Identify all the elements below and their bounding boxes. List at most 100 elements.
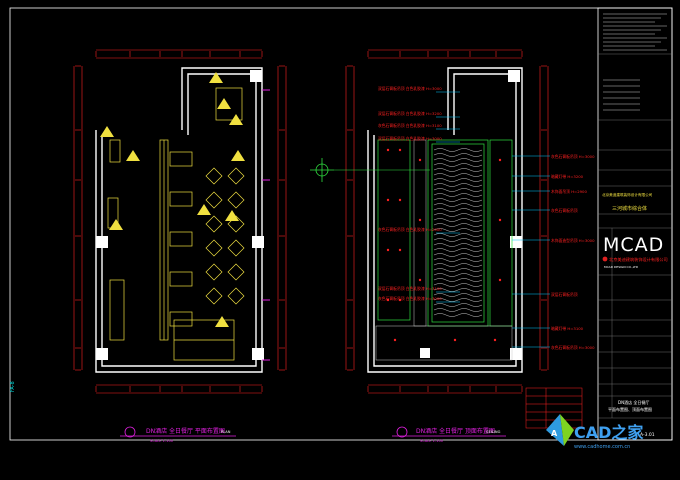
dining-table [205,215,223,233]
dining-table [227,239,245,257]
hatch-line [433,268,483,272]
dining-table [205,191,223,209]
floor-plan-caption: DN酒店 全日餐厅 平面布置图 [146,427,225,435]
tag-triangle [126,150,140,161]
legend-table [525,387,583,429]
title-block: 三河城市综合体 北京美迪建筑装饰设计有限公司 MCAD 北京美迪建筑装饰设计有限… [597,7,673,441]
floor-plan-scale: SCALE 1:100 [150,439,174,443]
title-block-drawing-title-1: DN酒店 全日餐厅 [618,399,649,405]
hatch-line [433,238,483,242]
callout-left-4: 灰色石膏板吊顶 白色乳胶漆 H=2900 [378,227,442,232]
service-counter [215,87,243,121]
tag-triangle [100,126,114,137]
hatch-line [433,293,483,297]
ceiling-plan: 双层石膏板吊顶 白色乳胶漆 H=3000 双层石膏板吊顶 白色乳胶漆 H=320… [310,49,595,443]
booth-seat [169,231,193,247]
svg-text:A: A [551,429,558,438]
hatch-line [433,188,483,192]
hatch-line [433,303,483,307]
dining-table [227,263,245,281]
floor-plan: DN酒店 全日餐厅 平面布置图 PLAN SCALE 1:100 [73,49,287,443]
tag-triangle [197,204,211,215]
hatch-line [433,298,483,302]
hatch-line [433,153,483,157]
ceiling-plan-dimension-ticks [347,51,547,392]
light-fixture [398,198,402,202]
tag-triangle [217,98,231,109]
side-label: FA-8 [10,381,16,392]
light-fixture [418,218,422,222]
ceiling-light-fixtures [386,148,502,342]
callout-right-7: 灰色石膏板吊顶 H=3000 [551,345,595,350]
light-fixture [418,278,422,282]
light-fixture [418,158,422,162]
light-fixture [386,148,390,152]
tag-triangle [231,150,245,161]
dining-table [205,239,223,257]
cad-home-brand: CAD之家 [574,423,644,442]
callout-right-3: 灰色石膏板吊顶 [551,208,578,213]
title-block-drawing-no: A-3.01 [640,432,655,438]
callout-left-0: 双层石膏板吊顶 白色乳胶漆 H=3000 [378,86,442,91]
hatch-line [433,308,483,312]
light-fixture [386,298,390,302]
hatch-line [433,258,483,262]
booth-seat [169,191,193,207]
hatch-line [433,163,483,167]
callout-right-1: 暗藏灯带 H=3200 [551,174,584,179]
hatch-line [433,243,483,247]
dining-table [227,215,245,233]
hatch-line [433,158,483,162]
mcad-logo-icon [602,256,608,262]
dining-table [227,287,245,305]
cad-home-watermark: A CAD之家 www.cadhome.com.cn [546,414,644,450]
sheet-border [9,7,673,441]
hatch-line [433,183,483,187]
ceiling-plan-caption-tag: CEILING [486,430,501,434]
hatch-line [433,273,483,277]
callout-right-5: 双层石膏板吊顶 [551,292,578,297]
hatch-line [433,203,483,207]
callout-left-1: 双层石膏板吊顶 白色乳胶漆 H=3200 [378,111,442,116]
hatch-line [433,283,483,287]
dining-table [205,263,223,281]
hatch-line [433,228,483,232]
floor-plan-dimension-ticks [75,51,285,392]
callout-left-3: 双层石膏板吊顶 白色乳胶漆 H=3000 [378,136,442,141]
tag-triangle [209,72,223,83]
callout-right-6: 暗藏灯带 H=3100 [551,326,584,331]
dining-table [205,287,223,305]
light-fixture [493,338,497,342]
hatch-line [433,313,483,317]
hatch-line [433,223,483,227]
tag-triangle [109,219,123,230]
light-fixture [498,158,502,162]
light-fixture [398,298,402,302]
callout-right-4: 木饰面造型吊顶 H=3000 [551,238,595,243]
light-fixture [498,278,502,282]
section-symbol [310,158,334,182]
floor-plan-caption-tag: PLAN [221,430,231,434]
hatch-line [433,288,483,292]
hatch-line [433,218,483,222]
light-fixture [398,148,402,152]
ceiling-callout-leaders [334,91,550,348]
title-block-company-line: 北京美迪建筑装饰设计有限公司 [602,192,653,197]
hatch-line [433,193,483,197]
cad-home-logo-icon: A [546,414,574,446]
floor-plan-furniture [107,87,245,327]
hatch-line [433,278,483,282]
title-block-company: 北京美迪建筑装饰设计有限公司 [609,256,668,263]
booth-seat [169,311,193,327]
ceiling-plan-scale: SCALE 1:100 [420,439,444,443]
hatch-line [433,178,483,182]
hatch-line [433,263,483,267]
title-block-company-en: MCAD DESIGN CO.,LTD [604,265,639,269]
ceiling-callouts-left: 双层石膏板吊顶 白色乳胶漆 H=3000 双层石膏板吊顶 白色乳胶漆 H=320… [378,86,442,301]
light-fixture [398,248,402,252]
hatch-line [433,168,483,172]
light-fixture [386,198,390,202]
light-fixture [393,338,397,342]
hatch-line [433,248,483,252]
